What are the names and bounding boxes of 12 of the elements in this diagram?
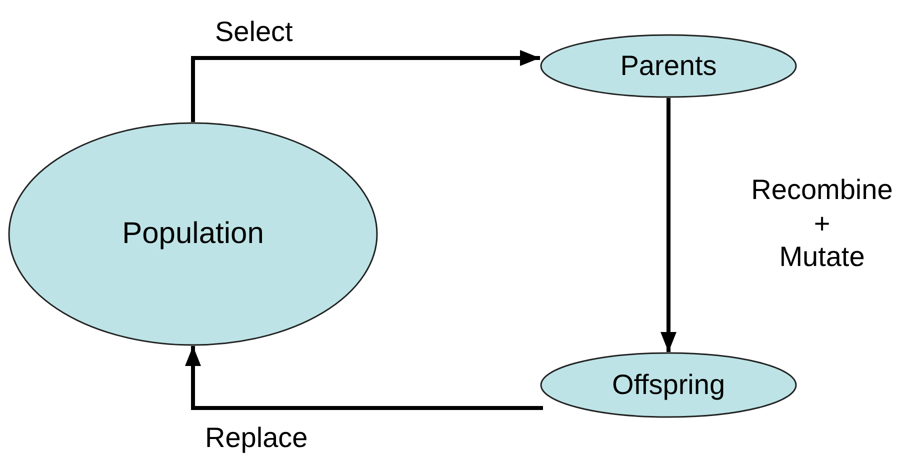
edge-label: Select — [215, 15, 293, 49]
arrow — [191, 50, 540, 122]
ellipse-node — [540, 352, 797, 418]
arrow — [660, 98, 676, 352]
node-label: Population — [122, 217, 264, 251]
edge-label: Replace — [205, 421, 308, 455]
node-label: Offspring — [612, 369, 726, 401]
ellipse-node — [8, 122, 378, 346]
node-label: Parents — [620, 50, 717, 82]
edge-label: Recombine + Mutate — [750, 173, 894, 274]
ellipse-node — [540, 34, 797, 98]
arrow — [185, 346, 543, 410]
